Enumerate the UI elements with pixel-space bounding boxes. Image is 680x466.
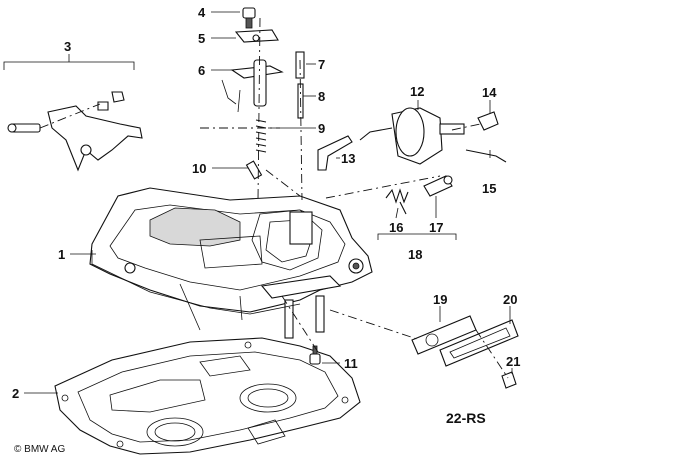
label-12: 12 bbox=[410, 84, 424, 99]
label-16: 16 bbox=[389, 220, 403, 235]
label-4: 4 bbox=[198, 5, 206, 20]
gasket-plate bbox=[54, 337, 361, 455]
spring-plunger bbox=[377, 175, 457, 240]
label-20: 20 bbox=[503, 292, 517, 307]
label-11: 11 bbox=[344, 356, 358, 371]
label-5: 5 bbox=[198, 31, 205, 46]
label-3: 3 bbox=[64, 39, 71, 54]
label-14: 14 bbox=[482, 85, 497, 100]
label-2: 2 bbox=[12, 386, 19, 401]
label-9: 9 bbox=[318, 121, 325, 136]
label-15: 15 bbox=[482, 181, 496, 196]
upper-stack bbox=[221, 7, 305, 180]
label-10: 10 bbox=[192, 161, 206, 176]
label-7: 7 bbox=[318, 57, 325, 72]
label-13: 13 bbox=[341, 151, 355, 166]
copyright-notice: © BMW AG bbox=[14, 444, 66, 455]
assembly-lines bbox=[39, 17, 509, 379]
label-8: 8 bbox=[318, 89, 325, 104]
label-6: 6 bbox=[198, 63, 205, 78]
diagram-reference-code: 22-RS bbox=[446, 410, 486, 426]
drain-screw bbox=[309, 345, 321, 365]
label-21: 21 bbox=[506, 354, 520, 369]
part-labels: 1 2 3 4 5 6 7 8 9 10 11 12 13 14 15 16 1… bbox=[12, 5, 520, 401]
carburetor-body bbox=[89, 187, 373, 339]
cover-plates bbox=[411, 315, 519, 389]
leader-lines bbox=[24, 11, 513, 394]
lever-assembly bbox=[3, 54, 143, 172]
label-17: 17 bbox=[429, 220, 443, 235]
choke-unit bbox=[317, 107, 507, 171]
label-1: 1 bbox=[58, 247, 65, 262]
label-19: 19 bbox=[433, 292, 447, 307]
label-18: 18 bbox=[408, 247, 422, 262]
